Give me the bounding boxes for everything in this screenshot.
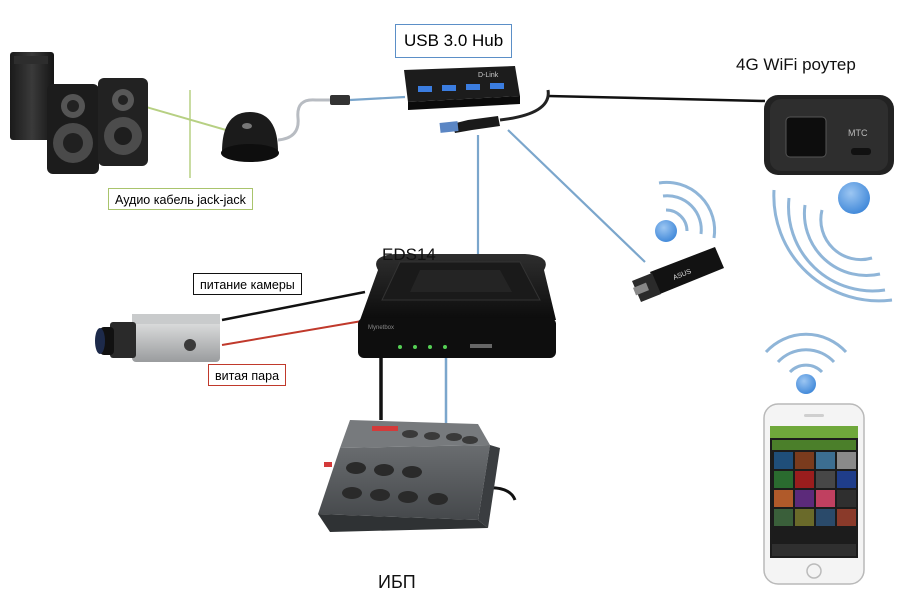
eds14-label: EDS14 [382,245,436,264]
ups-icon [318,420,517,532]
smartphone-signal-icon [764,332,848,394]
eds-brand-text: Mynetbox [368,325,394,331]
twisted-pair-line [221,320,363,346]
wifi-adapter-icon: ASUS [632,247,724,302]
usb-audio-adapter-icon [221,95,350,162]
router-icon: МТС [764,95,894,175]
router-brand-text: МТС [848,128,868,138]
camera-power-label: питание камеры [193,273,302,295]
eds14-device-icon: Mynetbox [358,254,556,358]
wifi-adapter-signal-icon [655,180,717,242]
audio-cable-label: Аудио кабель jack-jack [108,188,253,210]
camera-power-line [221,290,366,322]
usb-link-hub-to-audio [349,95,406,102]
usb-hub-label: USB 3.0 Hub [395,24,513,58]
usb-hub-icon: D-Link [404,66,550,133]
camera-icon [95,314,220,362]
router-label: 4G WiFi роутер [736,55,856,74]
hub-brand-text: D-Link [478,72,499,79]
twisted-pair-label: витая пара [208,364,287,386]
speakers-icon [10,52,148,174]
router-power-line [547,94,766,103]
usb-link-hub-to-wifi-adapter [507,129,646,263]
router-wifi-signal-icon [772,182,893,303]
smartphone-icon [763,403,865,585]
ups-label: ИБП [378,572,416,592]
